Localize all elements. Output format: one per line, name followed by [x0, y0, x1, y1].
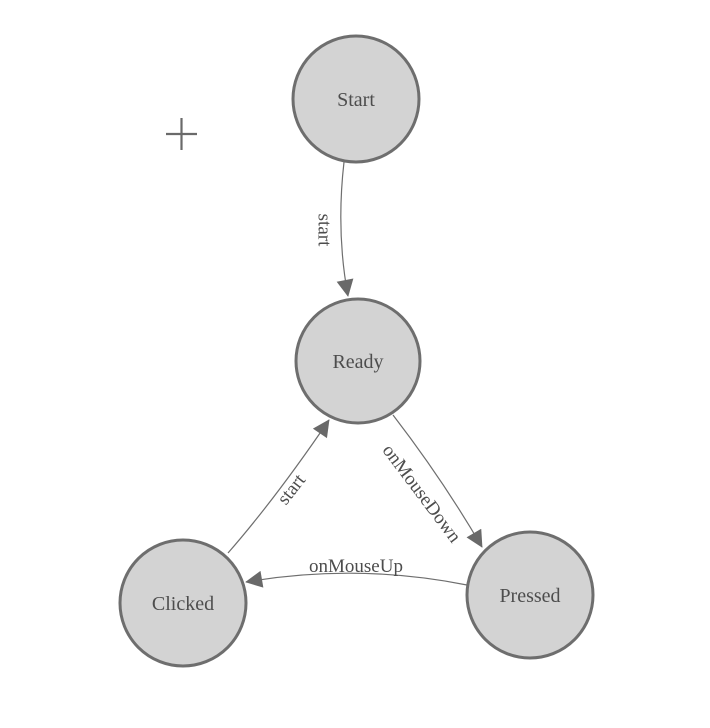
edge-label-ready-to-pressed: onMouseDown — [378, 441, 466, 548]
edge-label-start-to-ready: start — [313, 214, 334, 247]
node-pressed[interactable]: Pressed — [465, 530, 595, 660]
node-clicked[interactable]: Clicked — [118, 538, 248, 668]
edge-pressed-to-clicked[interactable] — [245, 570, 468, 588]
node-ready-circle[interactable] — [294, 297, 422, 425]
node-start-circle[interactable] — [291, 34, 421, 164]
edge-start-to-ready[interactable] — [336, 161, 354, 297]
edge-clicked-to-ready[interactable] — [227, 419, 330, 554]
node-pressed-circle[interactable] — [465, 530, 595, 660]
node-clicked-circle[interactable] — [118, 538, 248, 668]
node-ready[interactable]: Ready — [294, 297, 422, 425]
edge-ready-to-pressed[interactable] — [392, 414, 483, 548]
crosshair-icon — [166, 118, 197, 150]
edge-label-pressed-to-clicked: onMouseUp — [309, 556, 403, 577]
node-start[interactable]: Start — [291, 34, 421, 164]
edge-label-clicked-to-ready: start — [273, 470, 310, 509]
nodes-layer: Start Ready Clicked Pressed — [118, 34, 595, 668]
